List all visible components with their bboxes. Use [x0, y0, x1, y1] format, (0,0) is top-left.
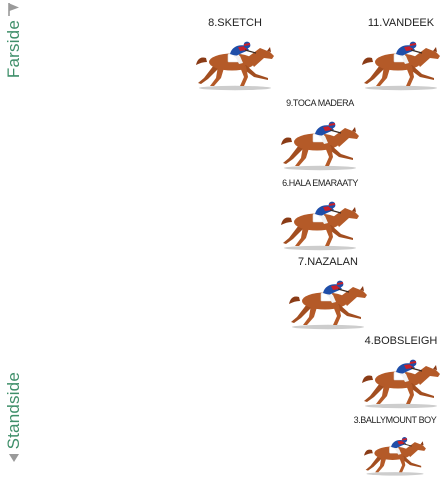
standside-label: Standside: [0, 372, 28, 463]
runner-label: 9.TOCA MADERA: [286, 96, 354, 110]
runner-toca-madera[interactable]: 9.TOCA MADERA: [275, 96, 365, 176]
farside-label: Farside: [0, 2, 28, 78]
horse-jockey-icon: [360, 352, 440, 410]
runner-vandeek[interactable]: 11.VANDEEK: [356, 16, 440, 96]
runner-label: 7.NAZALAN: [298, 255, 358, 269]
standside-text: Standside: [4, 372, 24, 449]
runner-ballymount-boy[interactable]: 3.BALLYMOUNT BOY: [350, 413, 440, 477]
runner-label: 11.VANDEEK: [368, 16, 434, 30]
flag-icon: [7, 2, 21, 16]
runner-label: 4.BOBSLEIGH: [365, 334, 438, 348]
horse-jockey-icon: [279, 194, 361, 252]
farside-text: Farside: [4, 20, 24, 78]
arrow-down-icon: [8, 453, 20, 463]
runner-sketch[interactable]: 8.SKETCH: [190, 16, 280, 96]
runner-hala-emaraaty[interactable]: 6.HALA EMARAATY: [275, 176, 365, 256]
runner-label: 3.BALLYMOUNT BOY: [354, 413, 437, 427]
runner-label: 8.SKETCH: [208, 16, 262, 30]
runner-bobsleigh[interactable]: 4.BOBSLEIGH: [356, 334, 440, 414]
horse-jockey-icon: [194, 34, 276, 92]
runner-label: 6.HALA EMARAATY: [282, 176, 358, 190]
runner-nazalan[interactable]: 7.NAZALAN: [283, 255, 373, 335]
horse-jockey-icon: [287, 273, 369, 331]
horse-jockey-icon: [279, 114, 361, 172]
horse-jockey-icon: [360, 34, 440, 92]
horse-jockey-icon: [354, 431, 436, 477]
